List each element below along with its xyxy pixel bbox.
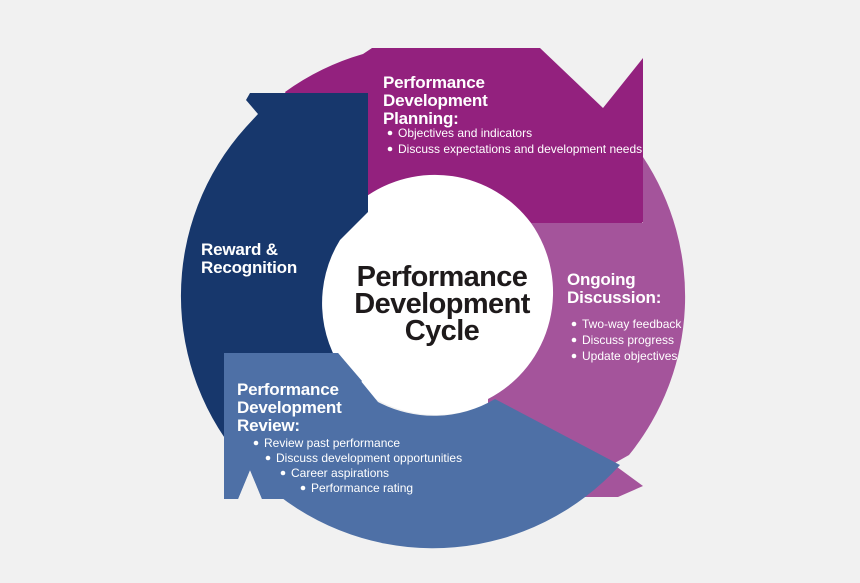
review-bullet-dot-1 [253,440,259,446]
planning-heading-line-2: Development [383,91,488,110]
reward-label-group: Reward & Recognition [201,240,297,277]
discussion-arrow [488,157,686,497]
discussion-heading-line-2: Discussion: [567,288,661,307]
discussion-bullet-dot-2 [571,337,577,343]
discussion-bullet-1: Two-way feedback [582,317,682,331]
planning-bullet-2: Discuss expectations and development nee… [398,142,642,156]
planning-heading-line-1: Performance [383,73,485,92]
review-arrow-head-overlay [224,353,362,499]
review-heading-line-2: Development [237,398,342,417]
discussion-bullet-3: Update objectives [582,349,677,363]
review-bullet-dot-3 [280,470,286,476]
center-title-line-3: Cycle [405,315,480,347]
review-label-group: Performance Development Review: Review p… [237,380,462,495]
review-heading-line-1: Performance [237,380,339,399]
planning-bullet-1: Objectives and indicators [398,126,532,140]
review-bullet-3: Career aspirations [291,466,389,480]
center-circle [315,173,557,415]
center-title-line-2: Development [354,288,530,320]
review-bullet-2: Discuss development opportunities [276,451,462,465]
review-heading-line-3: Review: [237,416,300,435]
planning-label-group: Performance Development Planning: Object… [383,73,642,156]
review-bullet-4: Performance rating [311,481,413,495]
discussion-heading-line-1: Ongoing [567,270,635,289]
reward-heading-line-1: Reward & [201,240,278,259]
center-title-line-1: Performance [357,261,528,293]
planning-bullet-dot-1 [387,130,393,136]
planning-heading-line-3: Planning: [383,109,459,128]
review-bullet-dot-2 [265,455,271,461]
discussion-bullet-dot-1 [571,321,577,327]
center-title: Performance Development Cycle [354,261,531,347]
discussion-bullet-dot-3 [571,353,577,359]
review-bullet-1: Review past performance [264,436,400,450]
discussion-bullet-2: Discuss progress [582,333,674,347]
reward-heading-line-2: Recognition [201,258,297,277]
planning-arrow [285,48,643,278]
review-bullet-dot-4 [300,485,306,491]
planning-bullet-dot-2 [387,146,393,152]
discussion-label-group: Ongoing Discussion: Two-way feedback Dis… [567,270,682,363]
